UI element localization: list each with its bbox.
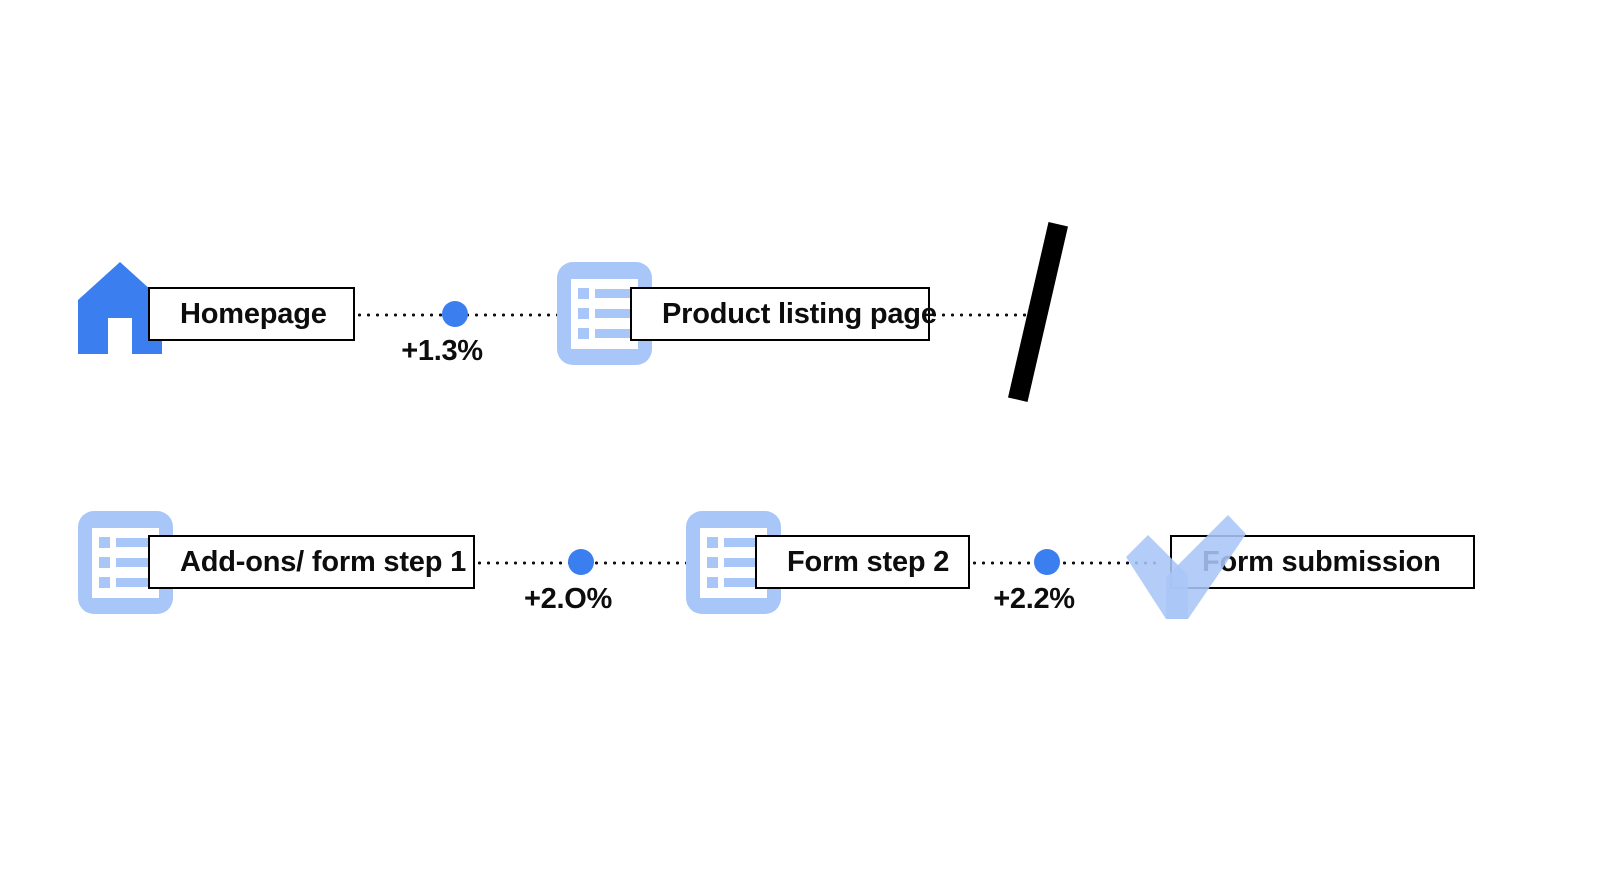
list-document-icon-product-listing	[557, 262, 652, 365]
metric-dot-icon	[1034, 549, 1060, 575]
node-add-ons-form-step-1[interactable]: Add-ons/ form step 1	[148, 535, 475, 589]
metric-2-2-value: +2.2%	[993, 583, 1075, 615]
node-homepage-label: Homepage	[180, 297, 327, 330]
connector-form-step-2-to-submission	[970, 561, 1160, 565]
node-product-listing-page[interactable]: Product listing page	[630, 287, 937, 341]
metric-1-3-value: +1.3%	[401, 335, 483, 367]
checkmark-icon	[1126, 505, 1246, 623]
node-product-listing-page-label: Product listing page	[662, 297, 937, 330]
connector-product-listing-to-break	[930, 313, 1032, 317]
home-icon	[78, 262, 162, 354]
node-form-step-2-label: Form step 2	[787, 545, 950, 578]
node-form-step-2[interactable]: Form step 2	[755, 535, 970, 589]
metric-dot-icon	[442, 301, 468, 327]
metric-2-0-value: +2.O%	[524, 583, 612, 615]
metric-dot-icon	[568, 549, 594, 575]
diagonal-slash-mark	[1008, 222, 1068, 402]
node-add-ons-form-step-1-label: Add-ons/ form step 1	[180, 545, 467, 578]
node-homepage[interactable]: Homepage	[148, 287, 355, 341]
node-form-submission-label: Form submission	[1202, 545, 1441, 578]
